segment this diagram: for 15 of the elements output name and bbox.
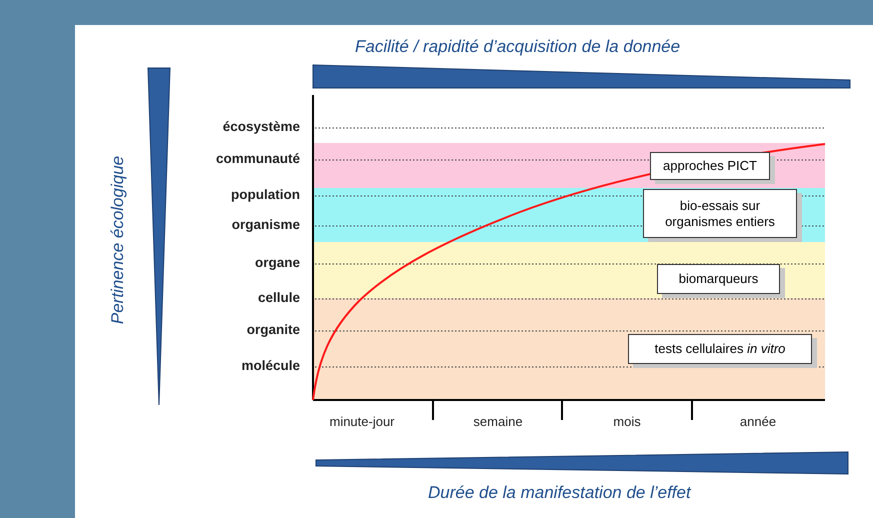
axis-title: Facilité / rapidité d’acquisition de la donnée: [355, 37, 680, 57]
level-label: communauté: [216, 151, 300, 166]
level-label: molécule: [241, 358, 300, 373]
level-label: cellule: [258, 290, 300, 305]
time-label: semaine: [472, 414, 524, 429]
level-label: organe: [254, 255, 300, 270]
axis-title: Pertinence écologique: [108, 155, 128, 325]
time-label: année: [738, 414, 778, 429]
level-label: population: [231, 187, 300, 202]
level-label: organisme: [232, 217, 300, 232]
level-label: organite: [246, 322, 300, 337]
time-label: minute-jour: [328, 414, 396, 429]
level-label: écosystème: [222, 119, 300, 134]
time-label: mois: [612, 414, 642, 429]
axis-title: Durée de la manifestation de l’effet: [428, 483, 691, 503]
